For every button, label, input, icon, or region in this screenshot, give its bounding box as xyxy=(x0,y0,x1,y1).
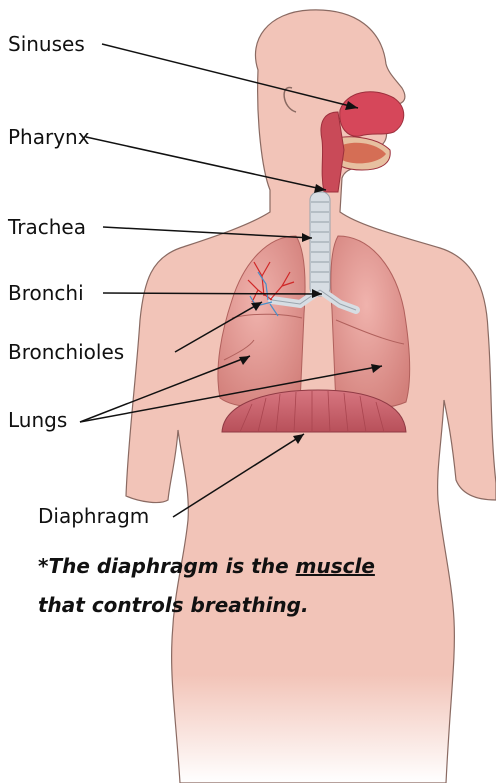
label-trachea: Trachea xyxy=(8,217,86,237)
label-pharynx: Pharynx xyxy=(8,127,90,147)
nasal-cavity xyxy=(340,92,404,136)
diaphragm-note-line2: that controls breathing. xyxy=(38,595,309,615)
label-lungs: Lungs xyxy=(8,410,67,430)
note-emphasis: muscle xyxy=(296,554,375,578)
leader-bronchi xyxy=(103,293,322,294)
label-diaphragm: Diaphragm xyxy=(38,506,149,526)
note-text-part1: *The diaphragm is the xyxy=(38,554,296,578)
diaphragm-note-line1: *The diaphragm is the muscle xyxy=(38,556,375,576)
trachea-tube xyxy=(310,192,330,296)
label-sinuses: Sinuses xyxy=(8,34,85,54)
label-bronchioles: Bronchioles xyxy=(8,342,124,362)
label-bronchi: Bronchi xyxy=(8,283,84,303)
